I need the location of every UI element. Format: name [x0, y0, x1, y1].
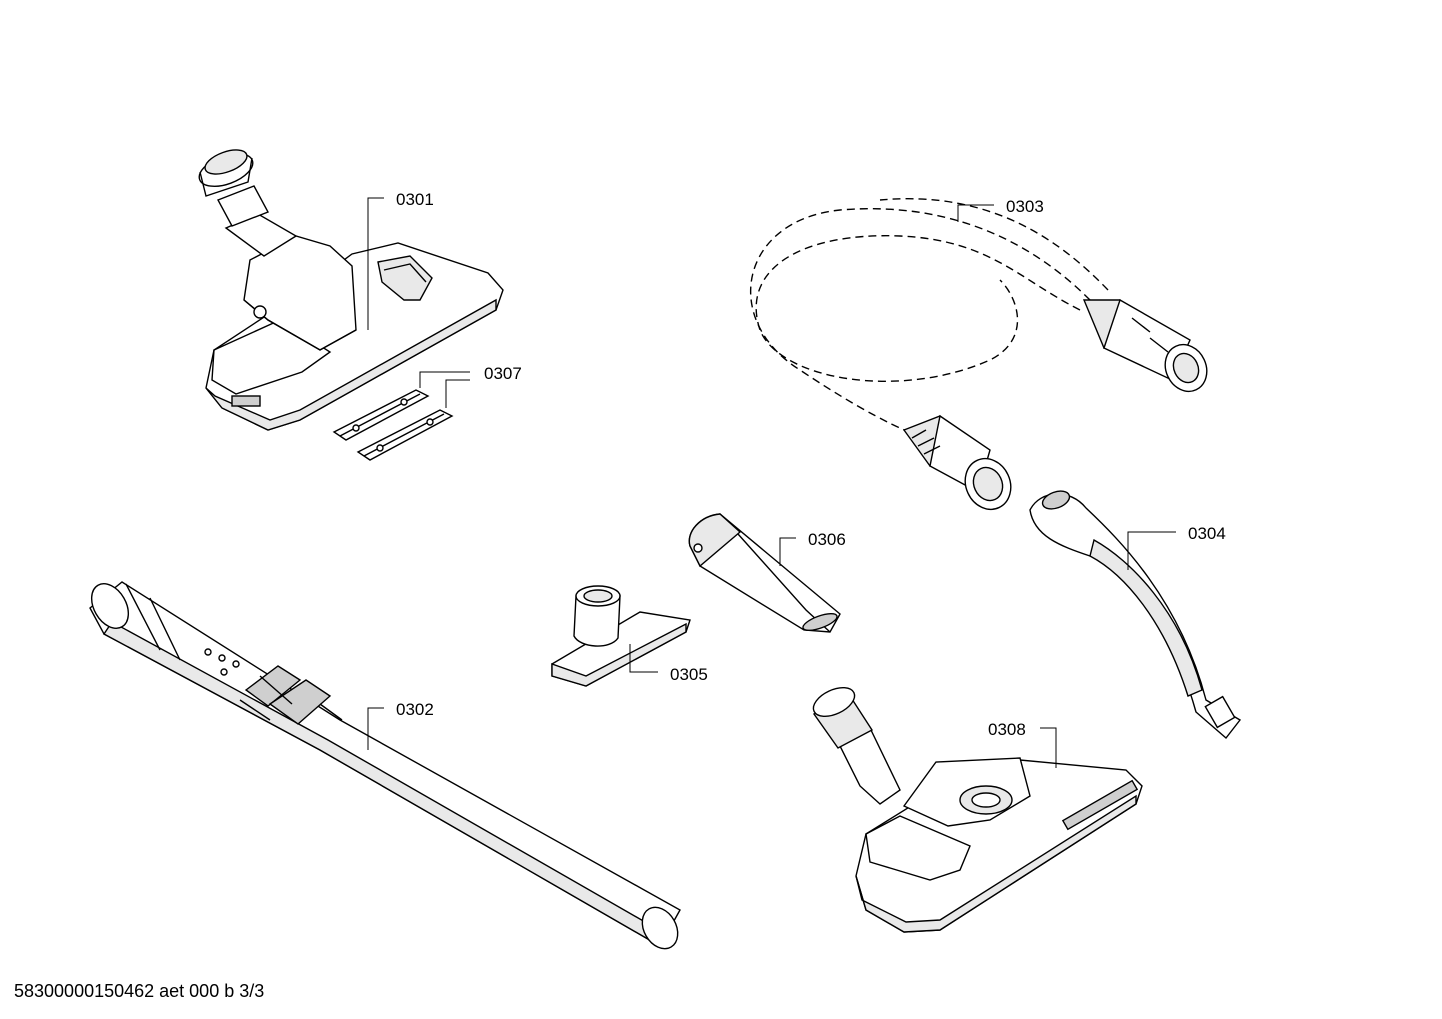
part-0303-suction-hose[interactable] [750, 198, 1215, 517]
label-0306: 0306 [808, 530, 846, 549]
label-0301: 0301 [396, 190, 434, 209]
part-0302-telescopic-tube[interactable] [84, 577, 685, 955]
part-0308-floor-nozzle[interactable] [809, 682, 1143, 933]
part-0306-crevice-nozzle[interactable] [688, 513, 841, 634]
label-0304: 0304 [1188, 524, 1226, 543]
label-0307: 0307 [484, 364, 522, 383]
part-0305-upholstery-nozzle[interactable] [551, 585, 691, 687]
part-0304-hose-handle[interactable] [1029, 488, 1242, 740]
drawing-number-footer: 58300000150462 aet 000 b 3/3 [14, 981, 265, 1001]
part-0301-floor-nozzle[interactable] [195, 145, 504, 431]
label-0302: 0302 [396, 700, 434, 719]
part-0307-brush-strips[interactable] [332, 389, 454, 461]
label-0305: 0305 [670, 665, 708, 684]
label-0303: 0303 [1006, 197, 1044, 216]
label-0308: 0308 [988, 720, 1026, 739]
